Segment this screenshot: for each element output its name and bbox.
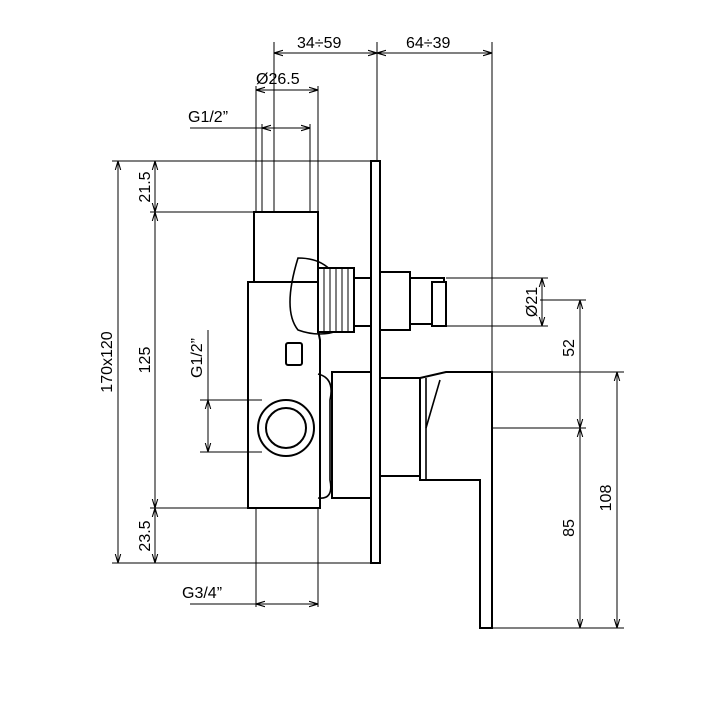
dimension-lines: [118, 53, 617, 628]
diverter-stem: [353, 271, 447, 331]
wall-plate: [370, 160, 381, 564]
valve-body: [247, 211, 355, 509]
extension-lines: [112, 42, 624, 629]
dim-plate-height-label: 170x120: [99, 331, 116, 392]
dim-top-right-label: 64÷39: [406, 35, 450, 52]
dim-body-height-label: 125: [137, 347, 154, 374]
dim-diameter-body-label: Ø26.5: [256, 71, 300, 88]
dim-top-offset-label: 21.5: [137, 171, 154, 202]
dim-bottom-offset-label: 23.5: [137, 520, 154, 551]
dim-handle-108-label: 108: [598, 485, 615, 512]
dim-diameter-stem-label: Ø21: [524, 287, 541, 317]
mixer-handle: [331, 371, 493, 629]
dim-thread-side-label: G1/2”: [189, 338, 206, 378]
dim-thread-top-label: G1/2”: [188, 109, 228, 126]
dim-top-left-label: 34÷59: [297, 35, 341, 52]
dim-thread-bottom-label: G3/4”: [182, 585, 222, 602]
dim-offset-85-label: 85: [561, 519, 578, 537]
dim-offset-52-label: 52: [561, 339, 578, 357]
